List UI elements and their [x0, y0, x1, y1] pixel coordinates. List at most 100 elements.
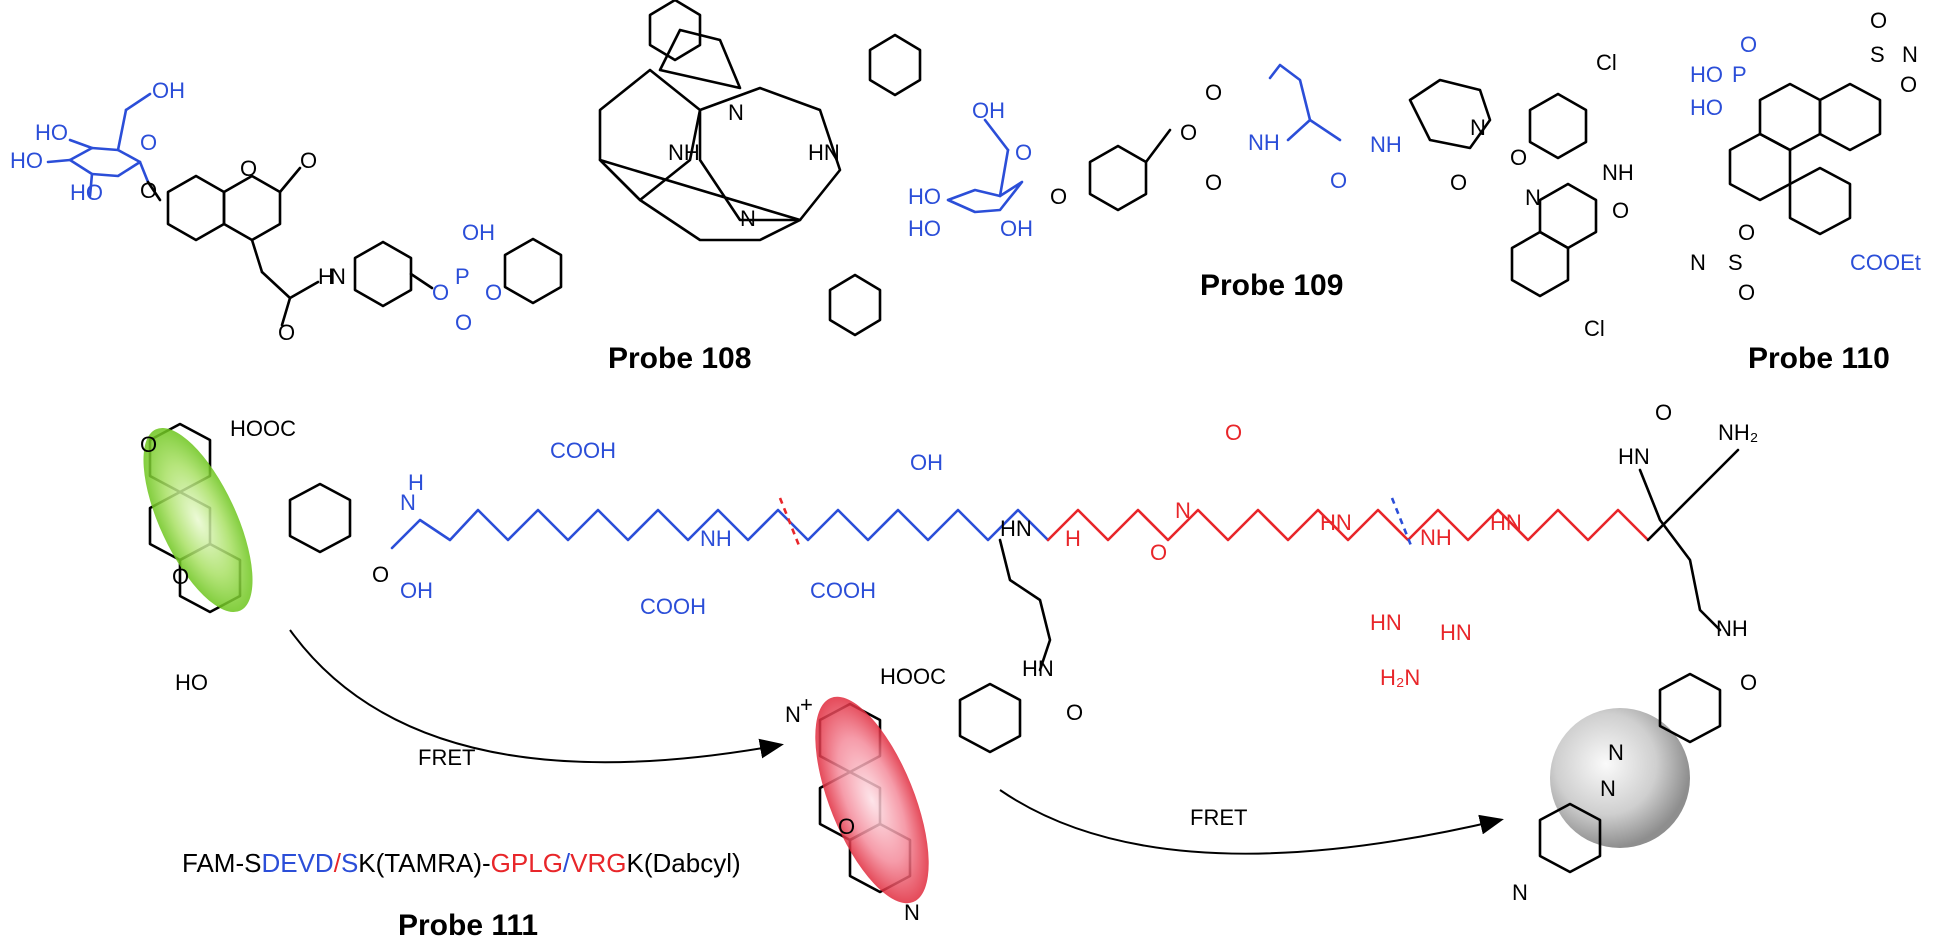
hydroxyl-label: OH [910, 450, 943, 475]
ether-oxygen-label: O [1510, 145, 1527, 170]
amide-hn-label: HN [1022, 656, 1054, 681]
sulfonyl-oxygen-label: O [1738, 280, 1755, 305]
amide-hn-label: HN [1490, 510, 1522, 535]
phosphonate-oxygen-label: O [1740, 32, 1757, 57]
sulfonamide-n-label: N [1902, 42, 1918, 67]
hydroxyl-label: OH [1000, 216, 1033, 241]
sulfonyl-oxygen-label: O [1870, 8, 1887, 33]
phosphonate-oh-label: HO [1690, 95, 1723, 120]
sequence-part: FAM-S [182, 848, 261, 878]
sequence-part: K(TAMRA)- [358, 848, 490, 878]
chlorine-label: Cl [1596, 50, 1617, 75]
hydroxyl-label: HO [70, 180, 103, 205]
primary-amide-label: NH₂ [1718, 420, 1758, 445]
hydroxyl-label: OH [972, 98, 1005, 123]
carbonyl-oxygen-label: O [1066, 700, 1083, 725]
carbonyl-oxygen-label: O [1225, 420, 1242, 445]
phosphate-oxygen-label: O [432, 280, 449, 305]
amide-nh-label: NH [1716, 616, 1748, 641]
galactose-moiety-109: OH O HO HO OH O [908, 98, 1067, 241]
ether-oxygen-label: O [140, 178, 157, 203]
probe-111-structure: O O HO HOOC O H N COOH OH COOH COOH OH N… [140, 400, 1758, 942]
sulfur-label: S [1728, 250, 1743, 275]
positive-charge-label: + [800, 692, 813, 717]
guanidine-amine-label: H₂N [1380, 665, 1420, 690]
pyrrole-n-label: N [740, 206, 756, 231]
pyrrole-hn-label: HN [808, 140, 840, 165]
piperidine-ring [1408, 78, 1492, 150]
dabcyl-quencher: N N N [1512, 672, 1722, 905]
guanidine-label: HN [1370, 610, 1402, 635]
coumarin-moiety: O O O H N [166, 148, 346, 345]
fret-arrow-1 [289, 629, 784, 764]
carboxyl-label: HOOC [880, 664, 946, 689]
hydroxyl-label: OH [400, 578, 433, 603]
probe-title: Probe 109 [1200, 269, 1343, 302]
carbonyl-oxygen-label: O [1205, 170, 1222, 195]
hydroxyl-label: OH [152, 78, 185, 103]
carbonyl-oxygen-label: O [1450, 170, 1467, 195]
phosphate-oh-label: OH [462, 220, 495, 245]
carbonyl-oxygen-label: O [1150, 540, 1167, 565]
probe-title: Probe 110 [1748, 342, 1890, 375]
phosphorus-label: P [1732, 62, 1747, 87]
pyrene-ring [1818, 82, 1882, 152]
amide-nh-label: NH [1420, 525, 1452, 550]
cleavage-site [778, 497, 802, 549]
ring-n-label: N [1470, 115, 1486, 140]
ring-n-label: N [1525, 185, 1541, 210]
carboxyl-label: COOH [810, 578, 876, 603]
pyrrole-n-label: N [728, 100, 744, 125]
carbonyl-oxygen-label: O [1655, 400, 1672, 425]
ring-oxygen-label: O [1015, 140, 1032, 165]
carbonyl-oxygen-label: O [140, 432, 157, 457]
probe-108-structure: OH HO HO HO O O O O O H N O P OH O O [10, 0, 922, 375]
amide-hn-label: HN [1000, 516, 1032, 541]
tamra-fluorophore: HOOC N + O N [785, 664, 1022, 925]
hydroxyl-label: HO [35, 120, 68, 145]
sequence-part: S [341, 848, 358, 878]
sulfonamide-n-label: N [1690, 250, 1706, 275]
amide-hn-label: HN [1320, 510, 1352, 535]
dimethylamino-n-label: N [904, 900, 920, 925]
probe-title: Probe 111 [398, 909, 538, 942]
proline-n-label: N [1175, 498, 1191, 523]
ester-label: COOEt [1850, 250, 1921, 275]
sequence-part: VRG [570, 848, 626, 878]
probe-110-structure: HO P O HO S N O O N S O O COOEt Probe 11… [1690, 8, 1921, 375]
carbonyl-oxygen-label: O [372, 562, 389, 587]
fam-fluorophore: O O HO HOOC O [140, 416, 389, 695]
peptide-chain: H N COOH OH COOH COOH OH NH HN H O N O H… [390, 400, 1758, 725]
probe-109-structure: OH O HO HO OH O O O O NH O NH N O O Cl N… [908, 50, 1634, 341]
peptide-sequence: FAM-SDEVD/SK(TAMRA)-GPLG/VRGK(Dabcyl) [182, 848, 741, 878]
chlorine-label: Cl [1584, 316, 1605, 341]
phosphonate-oh-label: HO [1690, 62, 1723, 87]
carbamate-oxygen-label: O [1180, 120, 1197, 145]
amide-nh-label: H [408, 470, 424, 495]
carbonyl-oxygen-label: O [1330, 168, 1347, 193]
sequence-part: / [563, 848, 571, 878]
carbonyl-oxygen-label: O [1612, 198, 1629, 223]
fret-label-1: FRET [418, 745, 475, 770]
phenyl-ring [353, 240, 413, 308]
phosphate-oxygen-label: O [485, 280, 502, 305]
sulfonyl-oxygen-label: O [1900, 72, 1917, 97]
carboxyl-label: COOH [550, 438, 616, 463]
quinazolinone-ring [1510, 230, 1570, 298]
probe-title: Probe 108 [608, 342, 751, 375]
hydroxyl-label: HO [908, 184, 941, 209]
sequence-part: / [334, 848, 342, 878]
fret-label-2: FRET [1190, 805, 1247, 830]
sulfonyl-oxygen-label: O [1738, 220, 1755, 245]
iminium-n-label: N [785, 702, 801, 727]
quinazolinone-ring [1538, 182, 1598, 250]
carbonyl-oxygen-label: O [1205, 80, 1222, 105]
carbonyl-oxygen-label: O [300, 148, 317, 173]
carboxyl-label: COOH [640, 594, 706, 619]
ring-oxygen-label: O [140, 130, 157, 155]
hydroxyl-label: HO [175, 670, 208, 695]
carbonyl-oxygen-label: O [1740, 670, 1757, 695]
guanidine-nh-label: HN [1440, 620, 1472, 645]
azo-n-label: N [1600, 776, 1616, 801]
